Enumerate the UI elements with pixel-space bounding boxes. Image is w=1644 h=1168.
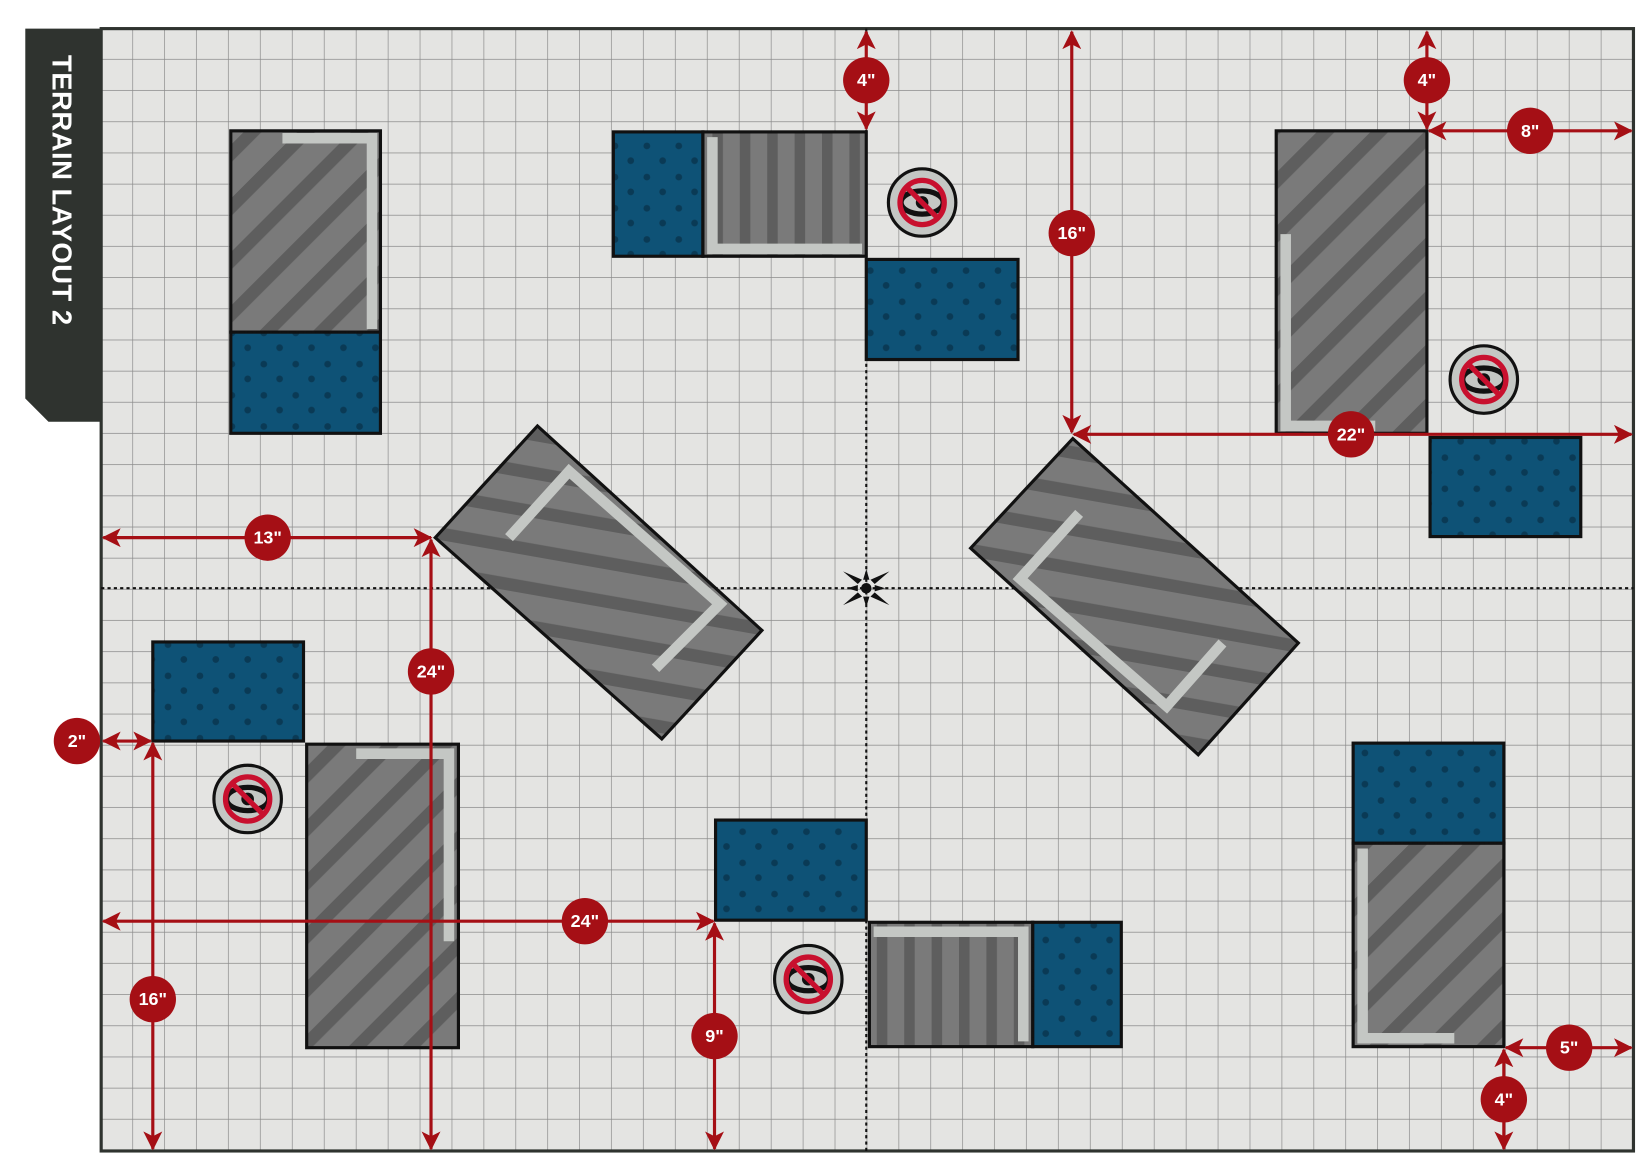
measurement-top-center: 4": [843, 30, 890, 131]
title-panel: TERRAIN LAYOUT 2: [25, 28, 102, 422]
measurement-label: 4": [1495, 1089, 1513, 1109]
measurement-label: 16": [139, 989, 167, 1009]
ruin-center-left-rotated: [432, 423, 765, 742]
area-top-left: [229, 330, 383, 435]
measurement-label: 13": [253, 528, 281, 548]
measurement-8: 8": [1427, 107, 1633, 155]
measurement-24-horizontal: 24": [101, 898, 716, 945]
ruin-center-right-rotated: [968, 436, 1301, 757]
ruin-top-center: [701, 130, 868, 258]
measurement-label: 4": [857, 70, 875, 90]
ruin-top-right: [1274, 129, 1429, 435]
area-bottom-right: [1351, 741, 1506, 845]
measurement-label: 16": [1058, 223, 1086, 243]
measurement-16-top: 16": [1048, 30, 1095, 434]
ruin-top-left: [229, 129, 383, 334]
layout-title: TERRAIN LAYOUT 2: [47, 55, 78, 326]
center-marker-icon: [843, 569, 890, 608]
eye-blocked-icon: [1450, 346, 1517, 413]
measurement-13: 13": [101, 514, 433, 561]
eye-blocked-icon: [775, 945, 842, 1012]
measurement-2: 2": [53, 717, 153, 765]
measurement-label: 9": [705, 1026, 723, 1046]
measurement-label: 2": [68, 731, 86, 751]
ruin-bottom-center: [867, 920, 1035, 1049]
area-bottom-center: [713, 818, 868, 922]
area-bottom-center-right: [1031, 920, 1123, 1049]
measurement-24-vertical: 24": [407, 538, 455, 1151]
measurement-16-left: 16": [129, 741, 176, 1151]
area-top-center: [611, 130, 705, 258]
measurement-9: 9": [691, 921, 738, 1151]
measurement-label: 24": [571, 911, 599, 931]
eye-blocked-icon: [214, 765, 281, 832]
measurement-label: 22": [1337, 424, 1365, 444]
measurement-label: 8": [1521, 121, 1539, 141]
eye-blocked-icon: [888, 169, 955, 236]
measurement-label: 24": [417, 661, 445, 681]
ruin-bottom-left: [305, 742, 461, 1050]
area-top-center-right: [864, 257, 1020, 362]
measurement-bottom-right: 4": [1480, 1048, 1528, 1151]
measurement-5: 5": [1504, 1024, 1633, 1071]
measurement-top-right: 4": [1403, 30, 1451, 131]
ruin-bottom-right: [1351, 841, 1506, 1049]
area-bottom-left: [151, 640, 306, 743]
measurement-label: 5": [1560, 1038, 1578, 1058]
area-right: [1428, 435, 1583, 539]
measurement-22: 22": [1072, 411, 1633, 458]
measurement-label: 4": [1418, 70, 1436, 90]
